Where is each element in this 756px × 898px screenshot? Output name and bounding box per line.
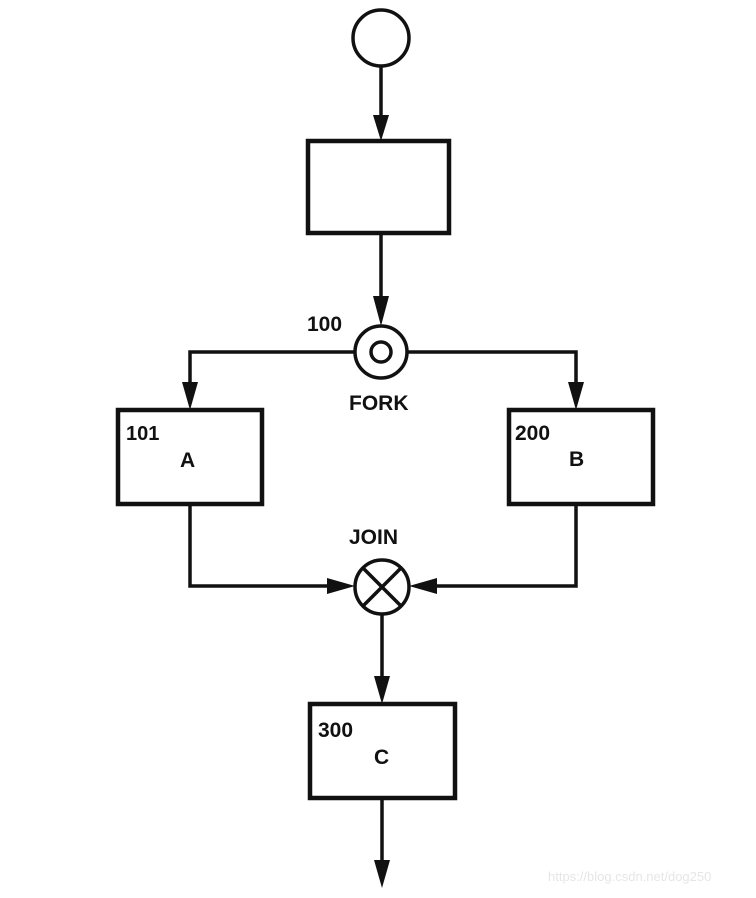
edge-a-to-join — [188, 504, 340, 588]
edge-b-to-join — [422, 504, 578, 588]
arrowhead-icon — [568, 382, 584, 410]
process-box-b — [506, 407, 656, 507]
fork-label: FORK — [349, 392, 409, 415]
arrowhead-icon — [409, 578, 437, 594]
fork-inner-circle — [369, 340, 393, 364]
process-box-c — [307, 701, 458, 801]
fork-number: 100 — [307, 313, 342, 336]
box-b-label: B — [569, 448, 584, 471]
box-c-number: 300 — [318, 719, 353, 742]
join-cross-line — [361, 566, 403, 608]
start-node — [351, 8, 411, 68]
box-c-label: C — [374, 746, 389, 769]
edge-fork-to-b — [407, 350, 578, 395]
join-label: JOIN — [349, 526, 398, 549]
arrowhead-icon — [374, 860, 390, 888]
arrowhead-icon — [373, 115, 389, 141]
box-a-label: A — [180, 449, 195, 472]
box-b-number: 200 — [515, 422, 550, 445]
box-a-number: 101 — [126, 423, 159, 445]
process-box-a — [115, 407, 265, 507]
arrowhead-icon — [327, 578, 355, 594]
arrowhead-icon — [374, 676, 390, 704]
edge-fork-to-a — [188, 350, 355, 395]
process-box-top — [305, 138, 452, 236]
watermark: https://blog.csdn.net/dog250 — [548, 869, 711, 884]
arrowhead-icon — [373, 296, 389, 326]
arrowhead-icon — [182, 382, 198, 410]
